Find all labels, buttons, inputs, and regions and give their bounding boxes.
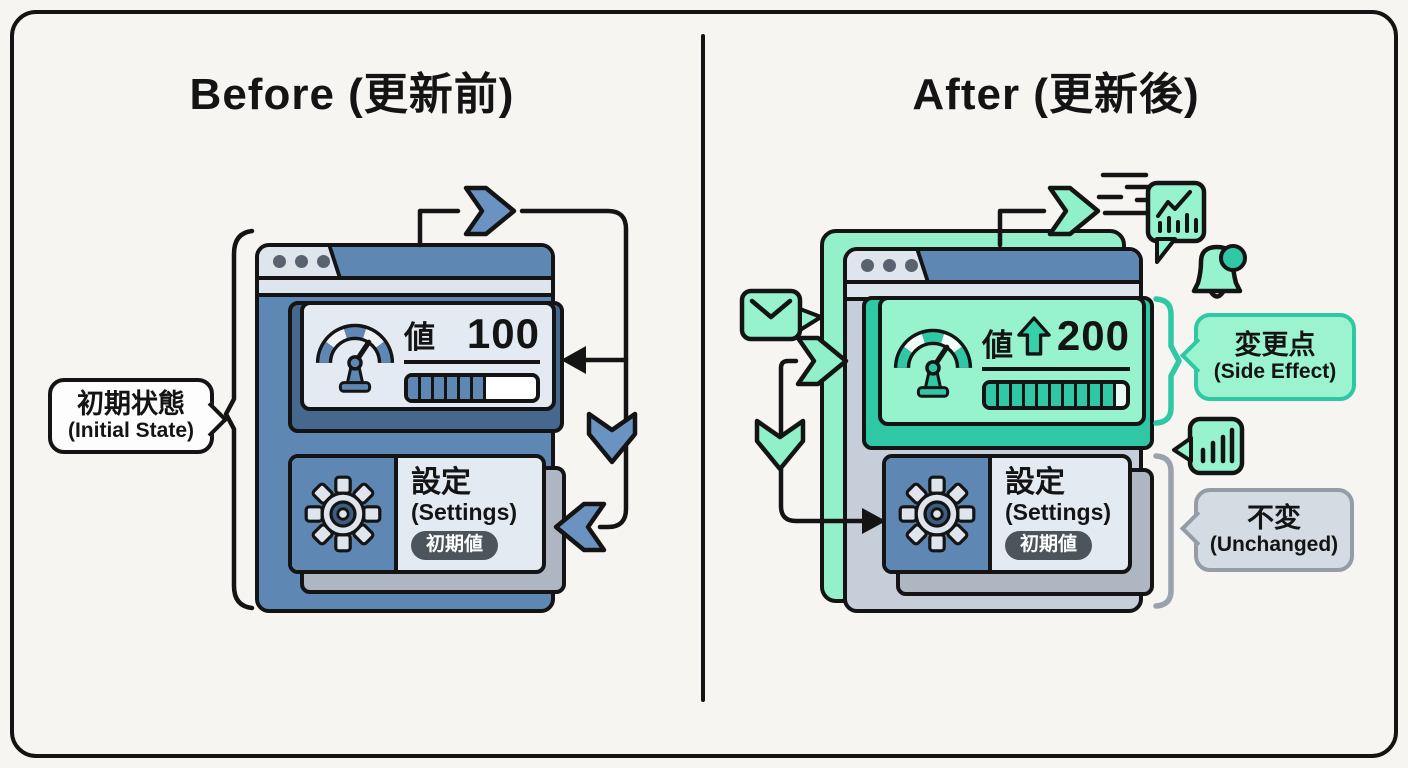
settings-panel-before: 設定 (Settings) 初期値 (288, 454, 546, 574)
gear-icon (304, 475, 382, 553)
value-number: 200 (1056, 312, 1130, 359)
value-label: 値 (404, 319, 435, 355)
value-label: 値 (982, 328, 1013, 363)
window-titlebar (259, 247, 551, 297)
settings-subtitle: (Settings) (1005, 498, 1112, 525)
window-dots-icon (273, 255, 330, 268)
gear-cell (886, 458, 992, 570)
progress-bar (404, 372, 540, 403)
settings-subtitle: (Settings) (411, 498, 518, 525)
unchanged-bubble: 不変 (Unchanged) (1179, 488, 1354, 572)
side-effect-bubble: 変更点 (Side Effect) (1179, 313, 1356, 401)
bubble-text-en: (Side Effect) (1213, 360, 1337, 384)
gear-cell (292, 458, 398, 570)
settings-title: 設定 (411, 466, 471, 499)
bubble-text-ja: 初期状態 (77, 389, 185, 420)
bubble-text-en: (Unchanged) (1209, 533, 1339, 557)
bubble-text-ja: 不変 (1247, 503, 1301, 534)
value-panel-after: 値 200 (878, 296, 1146, 426)
gauge-icon (315, 323, 395, 393)
after-title: After (更新後) (912, 70, 1200, 119)
browser-tab-shape (914, 251, 1139, 280)
up-arrow-icon (1017, 316, 1051, 356)
settings-panel-after: 設定 (Settings) 初期値 (882, 454, 1132, 574)
center-divider (701, 34, 705, 702)
value-number: 100 (466, 309, 540, 357)
progress-bar (982, 380, 1130, 410)
initial-value-badge: 初期値 (1005, 531, 1093, 560)
before-title: Before (更新前) (189, 70, 515, 119)
bubble-text-ja: 変更点 (1234, 330, 1316, 361)
gauge-icon (893, 328, 973, 398)
window-dots-icon (861, 259, 918, 272)
settings-title: 設定 (1005, 466, 1065, 499)
outer-frame (10, 10, 1398, 758)
browser-tab-shape (326, 247, 551, 276)
initial-state-bubble: 初期状態 (Initial State) (48, 378, 229, 454)
value-panel-before: 値 100 (300, 301, 556, 411)
window-toolbar-strip (259, 280, 551, 297)
window-titlebar (847, 251, 1139, 301)
gear-icon (898, 475, 976, 553)
initial-value-badge: 初期値 (411, 531, 499, 560)
bubble-text-en: (Initial State) (67, 419, 194, 443)
